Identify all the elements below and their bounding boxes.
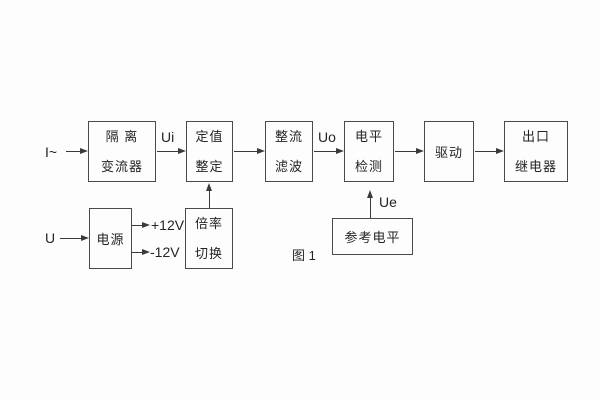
input-current-label: I~ [45,144,58,160]
arrow-current-input-icon [66,148,88,154]
arrow-ratio-to-setting-icon [205,183,212,208]
arrow-drive-to-relay-icon [475,148,504,154]
arrow-ue-icon [366,190,373,218]
arrow-ui-icon [157,148,186,154]
signal-uo-label: Uo [318,129,336,145]
box-rectify-filter: 整流 滤波 [265,121,313,182]
box-drive: 驱动 [424,121,474,182]
input-voltage-label: U [45,230,56,246]
box-power-supply: 电源 [89,208,132,269]
arrow-uo-icon [314,148,344,154]
figure-caption: 图 1 [292,248,316,263]
box-output-relay: 出口 继电器 [504,121,568,182]
arrow-plus12v-icon [132,222,150,228]
arrow-voltage-input-icon [60,235,89,241]
arrow-setting-to-rectify-icon [234,148,265,154]
box-ratio-switch: 倍率 切换 [185,208,233,269]
signal-plus12v-label: +12V [151,217,185,233]
box-setting-adjust: 定值 整定 [186,121,233,182]
signal-ui-label: Ui [161,129,175,145]
arrow-minus12v-icon [132,249,150,255]
signal-ue-label: Ue [379,194,397,210]
signal-minus12v-label: -12V [150,244,180,260]
box-level-detect: 电平 检测 [344,121,394,182]
box-isolation-transformer: 隔 离 变流器 [88,121,156,182]
arrow-detect-to-drive-icon [395,148,424,154]
box-reference-level: 参考电平 [332,218,413,255]
